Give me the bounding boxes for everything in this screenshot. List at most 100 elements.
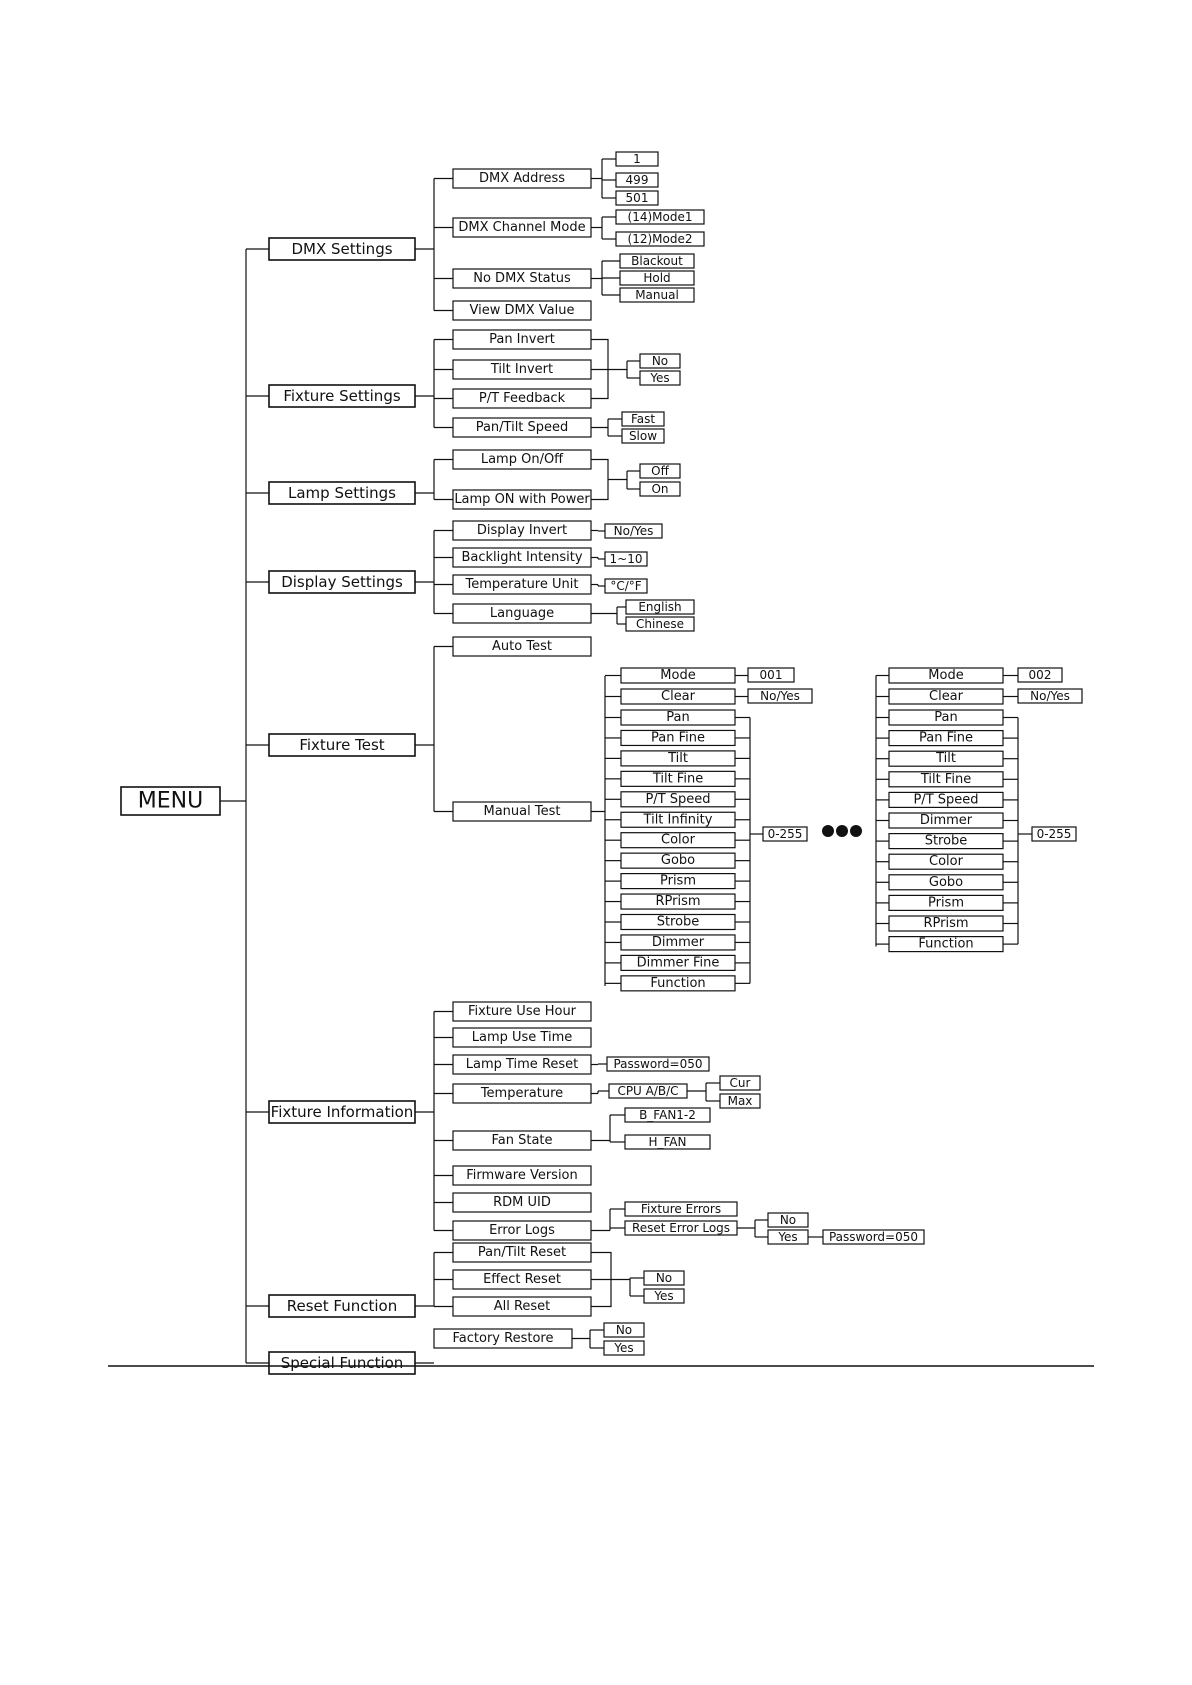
- no-dmx-status-option-blackout-label: Blackout: [631, 254, 683, 268]
- error-logs-option-reset-error-logs-label: Reset Error Logs: [632, 1221, 730, 1235]
- factory-restore-option-no-frame: [603, 1322, 645, 1338]
- lamp-option-on-frame: [639, 481, 681, 497]
- mode2-channel-pan: Pan: [888, 709, 1004, 726]
- mode2-clear-value-label: No/Yes: [1030, 689, 1070, 703]
- reset-logs-option-no-label: No: [780, 1213, 796, 1227]
- item-backlight-intensity: Backlight Intensity: [452, 547, 592, 568]
- temp-unit-option-degc-degf-frame: [604, 578, 648, 594]
- reset-logs-option-yes: Yes: [767, 1229, 809, 1245]
- mode2-channel-function: Function: [888, 935, 1004, 953]
- reset-option-yes-frame: [643, 1288, 685, 1304]
- mode1-channel-tilt-label: Tilt: [667, 751, 688, 766]
- mode2-channel-color: Color: [888, 853, 1004, 870]
- dmx-mode-option-14-mode1: (14)Mode1: [615, 209, 705, 225]
- mode2-clear-label: Clear: [888, 688, 1004, 705]
- lamp-option-off: Off: [639, 463, 681, 479]
- branch-lamp: Lamp Settings: [268, 481, 416, 505]
- item-pan-tilt-reset: Pan/Tilt Reset: [452, 1242, 592, 1263]
- item-display-invert-label: Display Invert: [477, 523, 567, 538]
- lamp-option-off-frame: [639, 463, 681, 479]
- item-firmware-version-label: Firmware Version: [466, 1168, 578, 1183]
- mode2-channel-tilt-label: Tilt: [935, 751, 956, 766]
- backlight-option-1-10-label: 1~10: [610, 552, 643, 566]
- mode1-channel-pan-fine-label: Pan Fine: [651, 730, 705, 745]
- mode1-channel-prism-label: Prism: [660, 874, 696, 889]
- temp-unit-option-degc-degf-label: °C/°F: [610, 579, 641, 593]
- fixset-option-no: No: [639, 353, 681, 369]
- item-fixture-use-hour-frame: [452, 1001, 592, 1022]
- mode1-channel-prism: Prism: [620, 872, 736, 890]
- fixset-option-no-label: No: [652, 354, 668, 368]
- item-effect-reset: Effect Reset: [452, 1269, 592, 1290]
- item-pan-tilt-reset-label: Pan/Tilt Reset: [478, 1245, 566, 1260]
- mode2-channel-pan-label: Pan: [934, 710, 957, 725]
- fan-state-option-b-fan1-2-frame: [624, 1107, 711, 1123]
- mode1-channel-gobo-label: Gobo: [661, 853, 695, 868]
- item-fan-state-label: Fan State: [491, 1133, 552, 1148]
- fixset-option-yes: Yes: [639, 370, 681, 386]
- item-rdm-uid-frame: [452, 1192, 592, 1213]
- pt-speed-option-slow-frame: [621, 428, 665, 444]
- temperature-cpu-option-cpu-a-b-c-label: CPU A/B/C: [617, 1084, 678, 1098]
- language-option-english: English: [625, 599, 695, 615]
- mode1-clear-value: No/Yes: [747, 688, 813, 704]
- branch-fixset: Fixture Settings: [268, 384, 416, 408]
- mode1-channel-function-label: Function: [650, 976, 705, 991]
- lamp-shared-bracket: [591, 458, 609, 501]
- mode1-range-value-label: 0-255: [768, 827, 803, 841]
- lamp-time-reset-option-password-050-label: Password=050: [613, 1057, 702, 1071]
- mode2-clear-value: No/Yes: [1017, 688, 1083, 704]
- mode2-channel-gobo: Gobo: [888, 874, 1004, 891]
- dmx-mode-option-14-mode1-frame: [615, 209, 705, 225]
- no-dmx-status-option-hold-label: Hold: [643, 271, 670, 285]
- item-rdm-uid-label: RDM UID: [493, 1195, 551, 1210]
- branch-display: Display Settings: [268, 570, 416, 594]
- dmx-mode-option-14-mode1-label: (14)Mode1: [628, 210, 693, 224]
- item-all-reset-label: All Reset: [494, 1299, 551, 1314]
- dmx-address-option-1-label: 1: [633, 152, 641, 166]
- mode1-range-value: 0-255: [762, 826, 808, 842]
- mode2-mode-value-frame: [1017, 667, 1063, 683]
- fixset-option-no-frame: [639, 353, 681, 369]
- mode1-channel-dimmer-fine-label: Dimmer Fine: [637, 955, 720, 970]
- no-dmx-status-option-hold: Hold: [619, 270, 695, 286]
- ellipsis-dot-2: [836, 825, 848, 837]
- mode1-channel-p-t-speed-label: P/T Speed: [645, 792, 710, 807]
- backlight-option-1-10: 1~10: [604, 551, 648, 567]
- pt-speed-option-slow-label: Slow: [629, 429, 657, 443]
- item-fan-state: Fan State: [452, 1130, 592, 1151]
- mode1-channel-pan: Pan: [620, 709, 736, 726]
- mode2-mode-value: 002: [1017, 667, 1063, 683]
- cpu-option-cur-frame: [719, 1075, 761, 1091]
- reset-option-no: No: [643, 1270, 685, 1286]
- mode2-channel-rprism-label: RPrism: [923, 916, 968, 931]
- mode1-channel-dimmer-label: Dimmer: [652, 935, 705, 950]
- mode1-channel-dimmer: Dimmer: [620, 934, 736, 951]
- mode1-channel-strobe-label: Strobe: [657, 915, 700, 930]
- branch-reset-label: Reset Function: [287, 1297, 397, 1315]
- error-logs-option-fixture-errors-frame: [624, 1201, 738, 1217]
- item-error-logs: Error Logs: [452, 1220, 592, 1241]
- item-pan-tilt-speed: Pan/Tilt Speed: [452, 417, 592, 438]
- mode1-mode-label: Mode: [620, 667, 736, 684]
- mode2-channel-pan-fine-label: Pan Fine: [919, 731, 973, 746]
- reset-logs-option-no-frame: [767, 1212, 809, 1228]
- item-language-label: Language: [490, 606, 554, 621]
- language-option-english-label: English: [638, 600, 681, 614]
- dmx-address-option-499-label: 499: [626, 173, 649, 187]
- fixset-option-yes-label: Yes: [649, 371, 669, 385]
- item-p-t-feedback-label: P/T Feedback: [479, 391, 566, 406]
- item-auto-test: Auto Test: [452, 636, 592, 657]
- branch-special: Special Function: [268, 1351, 416, 1375]
- mode2-mode-label-label: Mode: [928, 668, 963, 683]
- branch-info-label: Fixture Information: [271, 1103, 414, 1121]
- reset-option-no-label: No: [656, 1271, 672, 1285]
- item-view-dmx-value: View DMX Value: [452, 300, 592, 321]
- pt-speed-option-fast: Fast: [621, 411, 665, 427]
- item-pan-tilt-speed-label: Pan/Tilt Speed: [476, 420, 569, 435]
- mode2-channel-strobe-label: Strobe: [925, 834, 968, 849]
- item-firmware-version: Firmware Version: [452, 1165, 592, 1186]
- mode2-channel-gobo-label: Gobo: [929, 875, 963, 890]
- item-effect-reset-label: Effect Reset: [483, 1272, 561, 1287]
